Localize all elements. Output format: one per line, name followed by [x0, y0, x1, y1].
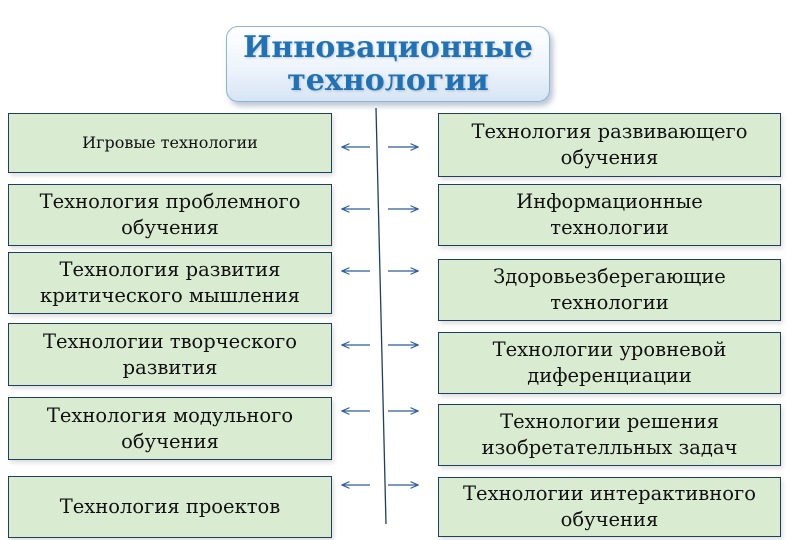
arrow-group: [342, 147, 418, 485]
item-label: обучения: [560, 146, 659, 169]
title-line-2: технологии: [287, 63, 489, 98]
item-label: Технологии творческого: [42, 329, 298, 353]
item-label: Технологии интерактивного: [463, 482, 756, 505]
left-item-game-tech: Игровые технологии: [8, 113, 332, 173]
item-label: Информационные: [516, 190, 703, 213]
item-label: Игровые технологии: [82, 133, 258, 152]
item-label: обучения: [560, 508, 659, 531]
left-item-modular-learning: Технология модульного обучения: [8, 397, 332, 460]
item-label: Технология проблемного: [39, 190, 301, 213]
left-item-creative-development: Технологии творческого развития: [8, 323, 332, 386]
central-spine-line: [375, 107, 387, 525]
item-label: Технологии решения: [500, 410, 719, 433]
left-item-critical-thinking: Технология развития критического мышлени…: [8, 252, 332, 314]
title-line-1: Инновационные: [242, 30, 534, 65]
right-item-interactive-learning: Технологии интерактивного обучения: [438, 477, 781, 537]
title-box: Инновационные технологии: [226, 26, 550, 102]
item-label: Здоровьезберегающие: [493, 265, 726, 288]
right-item-inventive-problems: Технологии решения изобретателльных зада…: [438, 404, 781, 466]
right-item-level-differentiation: Технологии уровневой диференциации: [438, 332, 781, 394]
item-label: критического мышления: [40, 284, 300, 307]
item-label: Технология развития: [59, 258, 281, 281]
item-label: развития: [122, 355, 218, 379]
item-label: изобретателльных задач: [481, 436, 738, 459]
item-label: Технология развивающего: [471, 120, 748, 143]
item-label: Технология проектов: [59, 495, 281, 518]
right-item-developmental-learning: Технология развивающего обучения: [438, 113, 781, 177]
item-label: Технология модульного: [46, 403, 294, 427]
item-label: технологии: [550, 216, 669, 239]
item-label: диференциации: [527, 364, 692, 387]
item-label: Технологии уровневой: [492, 338, 727, 361]
left-item-project-tech: Технология проектов: [8, 476, 332, 538]
item-label: обучения: [121, 429, 219, 453]
left-item-problem-learning: Технология проблемного обучения: [8, 184, 332, 246]
item-label: обучения: [121, 216, 219, 239]
item-label: технологии: [550, 291, 669, 314]
right-item-information-tech: Информационные технологии: [438, 184, 781, 246]
right-item-health-saving-tech: Здоровьезберегающие технологии: [438, 259, 781, 321]
